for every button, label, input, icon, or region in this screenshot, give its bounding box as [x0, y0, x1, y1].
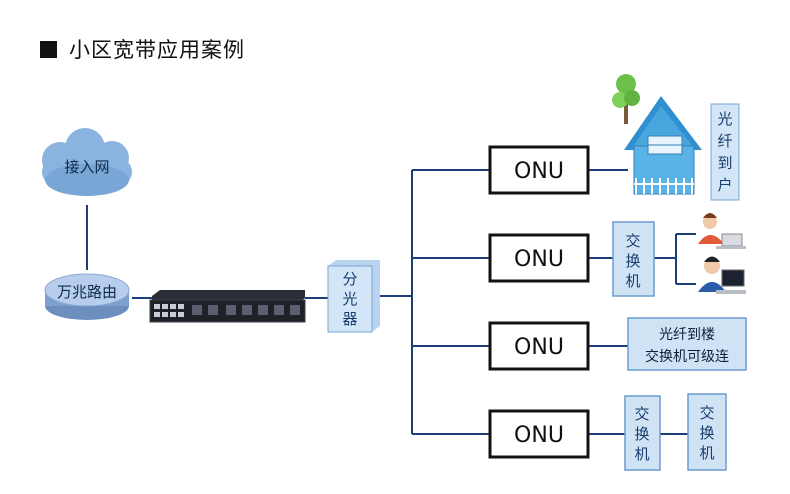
- onu-box-3: ONU: [488, 321, 590, 371]
- switch-box-row4-b: 交 换 机: [687, 393, 727, 471]
- olt-device-icon: [149, 290, 306, 323]
- connection-lines: [86, 169, 696, 435]
- switch-box-row4-a: 交 换 机: [624, 395, 661, 471]
- fth-char-2: 纤: [717, 132, 732, 150]
- fth-char-3: 到: [717, 154, 732, 172]
- onu-box-4: ONU: [488, 409, 590, 459]
- switch2-char-3: 机: [625, 272, 640, 290]
- onu-label-2: ONU: [514, 247, 564, 272]
- switch4a-char-3: 机: [634, 445, 649, 463]
- onu-box-2: ONU: [488, 233, 590, 283]
- splitter-char-2: 光: [342, 290, 357, 308]
- note-line-2: 交换机可级连: [645, 348, 729, 365]
- router-label: 万兆路由: [57, 283, 117, 301]
- onu-label-3: ONU: [514, 335, 564, 360]
- switch4a-char-2: 换: [634, 425, 649, 443]
- switch4b-char-3: 机: [699, 444, 714, 462]
- onu-label-4: ONU: [514, 423, 564, 448]
- splitter-box: 分 光 器: [327, 260, 380, 333]
- cloud-label: 接入网: [64, 158, 109, 176]
- page-title-text: 小区宽带应用案例: [69, 38, 245, 62]
- fiber-to-home-label: 光 纤 到 户: [710, 103, 740, 201]
- user-computer-icon-1: [698, 213, 746, 249]
- switch4a-char-1: 交: [634, 405, 649, 423]
- onu-box-1: ONU: [488, 145, 590, 195]
- switch4b-char-2: 换: [699, 424, 714, 442]
- access-network-cloud-icon: 接入网: [42, 128, 132, 196]
- title-bullet-icon: [40, 40, 57, 58]
- fth-char-1: 光: [717, 110, 732, 128]
- switch2-char-2: 换: [625, 252, 640, 270]
- house-icon: [612, 74, 702, 195]
- user-computer-icon-2: [698, 256, 746, 294]
- fth-char-4: 户: [717, 176, 732, 194]
- switch-box-row2: 交 换 机: [612, 221, 655, 297]
- onu-label-1: ONU: [514, 159, 564, 184]
- switch4b-char-1: 交: [699, 404, 714, 422]
- switch2-char-1: 交: [625, 232, 640, 250]
- router-icon: 万兆路由: [44, 273, 130, 320]
- page-title: 小区宽带应用案例: [40, 34, 245, 64]
- splitter-char-1: 分: [342, 270, 357, 288]
- note-box-row3: 光纤到楼 交换机可级连: [627, 317, 747, 371]
- splitter-char-3: 器: [342, 310, 357, 328]
- note-line-1: 光纤到楼: [659, 327, 715, 343]
